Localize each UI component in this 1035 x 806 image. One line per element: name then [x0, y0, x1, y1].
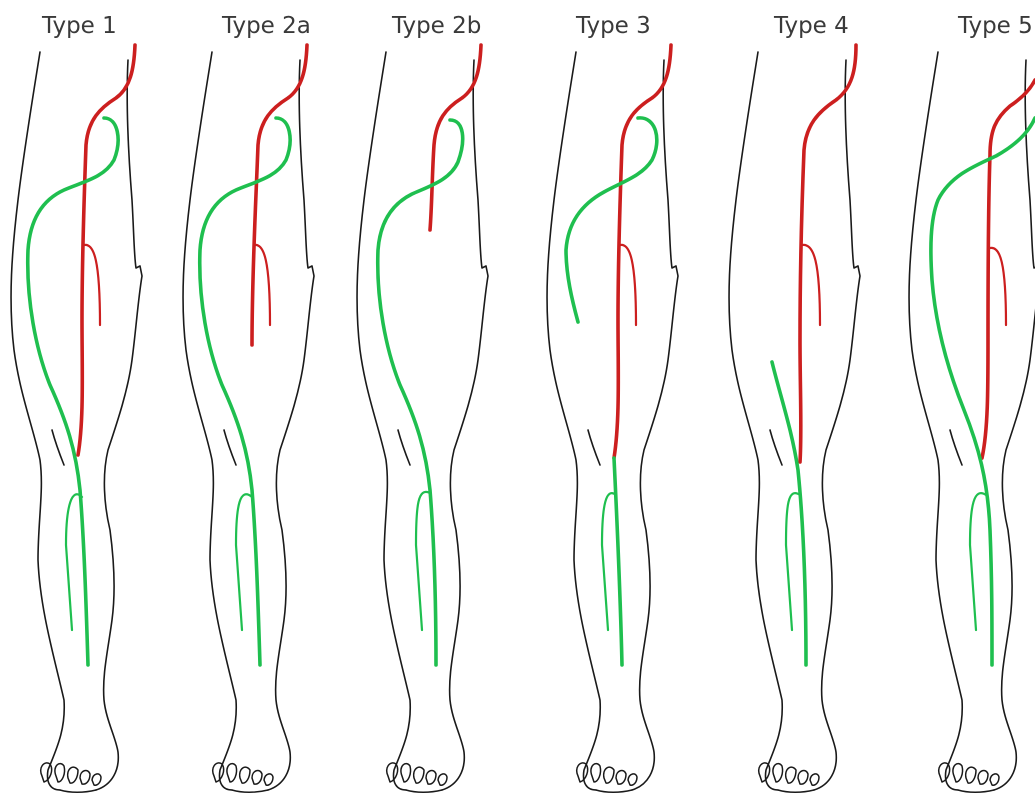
panel-type-2b: Type 2b — [357, 13, 488, 792]
green-vessel — [200, 118, 290, 665]
green-vessel — [28, 118, 118, 665]
panel-label: Type 1 — [41, 13, 117, 39]
panel-type-2a: Type 2a — [183, 13, 314, 792]
red-vessel — [78, 45, 135, 455]
leg-outline — [547, 52, 678, 792]
leg-outline — [729, 52, 860, 792]
panel-label: Type 2a — [221, 13, 311, 39]
panel-type-3: Type 3 — [547, 13, 678, 792]
panel-label: Type 3 — [575, 13, 651, 39]
red-branch — [254, 245, 270, 325]
leg-outline — [357, 52, 488, 792]
red-vessel — [982, 80, 1035, 458]
green-branch — [236, 494, 252, 630]
red-branch — [84, 245, 100, 325]
panel-type-1: Type 1 — [11, 13, 142, 792]
red-branch — [802, 245, 820, 325]
green-branch — [416, 492, 430, 630]
green-branch — [602, 493, 616, 630]
green-branch — [66, 494, 82, 630]
green-vessel — [566, 118, 657, 322]
panel-type-4: Type 4 — [729, 13, 860, 792]
red-branch — [990, 248, 1006, 325]
red-branch — [620, 245, 636, 325]
leg-outline — [909, 52, 1035, 792]
green-vessel — [931, 118, 1035, 665]
leg-outline — [183, 52, 314, 792]
leg-outline — [11, 52, 142, 792]
green-branch — [970, 493, 986, 630]
panel-label: Type 2b — [391, 13, 481, 39]
panel-label: Type 5 — [957, 13, 1033, 39]
red-vessel — [614, 45, 671, 458]
panel-type-5: Type 5 — [909, 13, 1035, 792]
green-vessel-lower — [614, 458, 622, 665]
green-branch — [786, 493, 800, 630]
panel-label: Type 4 — [773, 13, 849, 39]
green-vessel — [378, 120, 463, 665]
red-vessel — [800, 45, 856, 462]
